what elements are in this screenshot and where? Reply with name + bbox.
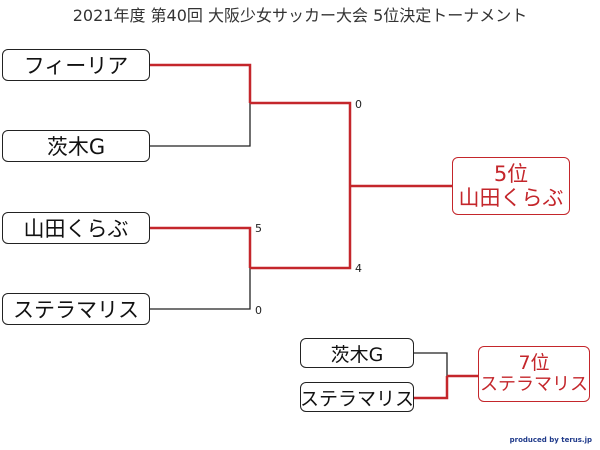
line-team4	[150, 268, 251, 310]
score-semi2-bottom: 0	[255, 304, 262, 317]
score-semi2-top: 5	[255, 222, 262, 235]
seventh-place-box: 7位 ステラマリス	[478, 346, 590, 402]
line-team3	[150, 226, 252, 268]
team-yamada-club: 山田くらぶ	[2, 212, 150, 244]
line-team2	[150, 103, 251, 147]
line-semi2	[250, 186, 352, 270]
seventh-place-team: ステラマリス	[480, 373, 588, 395]
team-ibaraki-g-7th: 茨木G	[300, 338, 414, 368]
line-m-a	[414, 352, 448, 376]
line-semi1	[250, 101, 352, 186]
score-semi1: 0	[355, 98, 362, 111]
fifth-place-box: 5位 山田くらぶ	[452, 157, 570, 215]
line-m-b	[414, 376, 449, 400]
score-final: 4	[355, 262, 362, 275]
team-feeria: フィーリア	[2, 49, 150, 81]
page-title: 2021年度 第40回 大阪少女サッカー大会 5位決定トーナメント	[72, 6, 528, 25]
line-team1	[150, 63, 252, 103]
team-stellamaris: ステラマリス	[2, 293, 150, 325]
team-stellamaris-7th: ステラマリス	[300, 382, 414, 412]
team-ibaraki-g: 茨木G	[2, 130, 150, 162]
seventh-place-rank: 7位	[518, 351, 550, 374]
credit-text: produced by terus.jp	[509, 436, 592, 444]
fifth-place-team: 山田くらぶ	[458, 186, 564, 210]
fifth-place-rank: 5位	[493, 161, 529, 186]
